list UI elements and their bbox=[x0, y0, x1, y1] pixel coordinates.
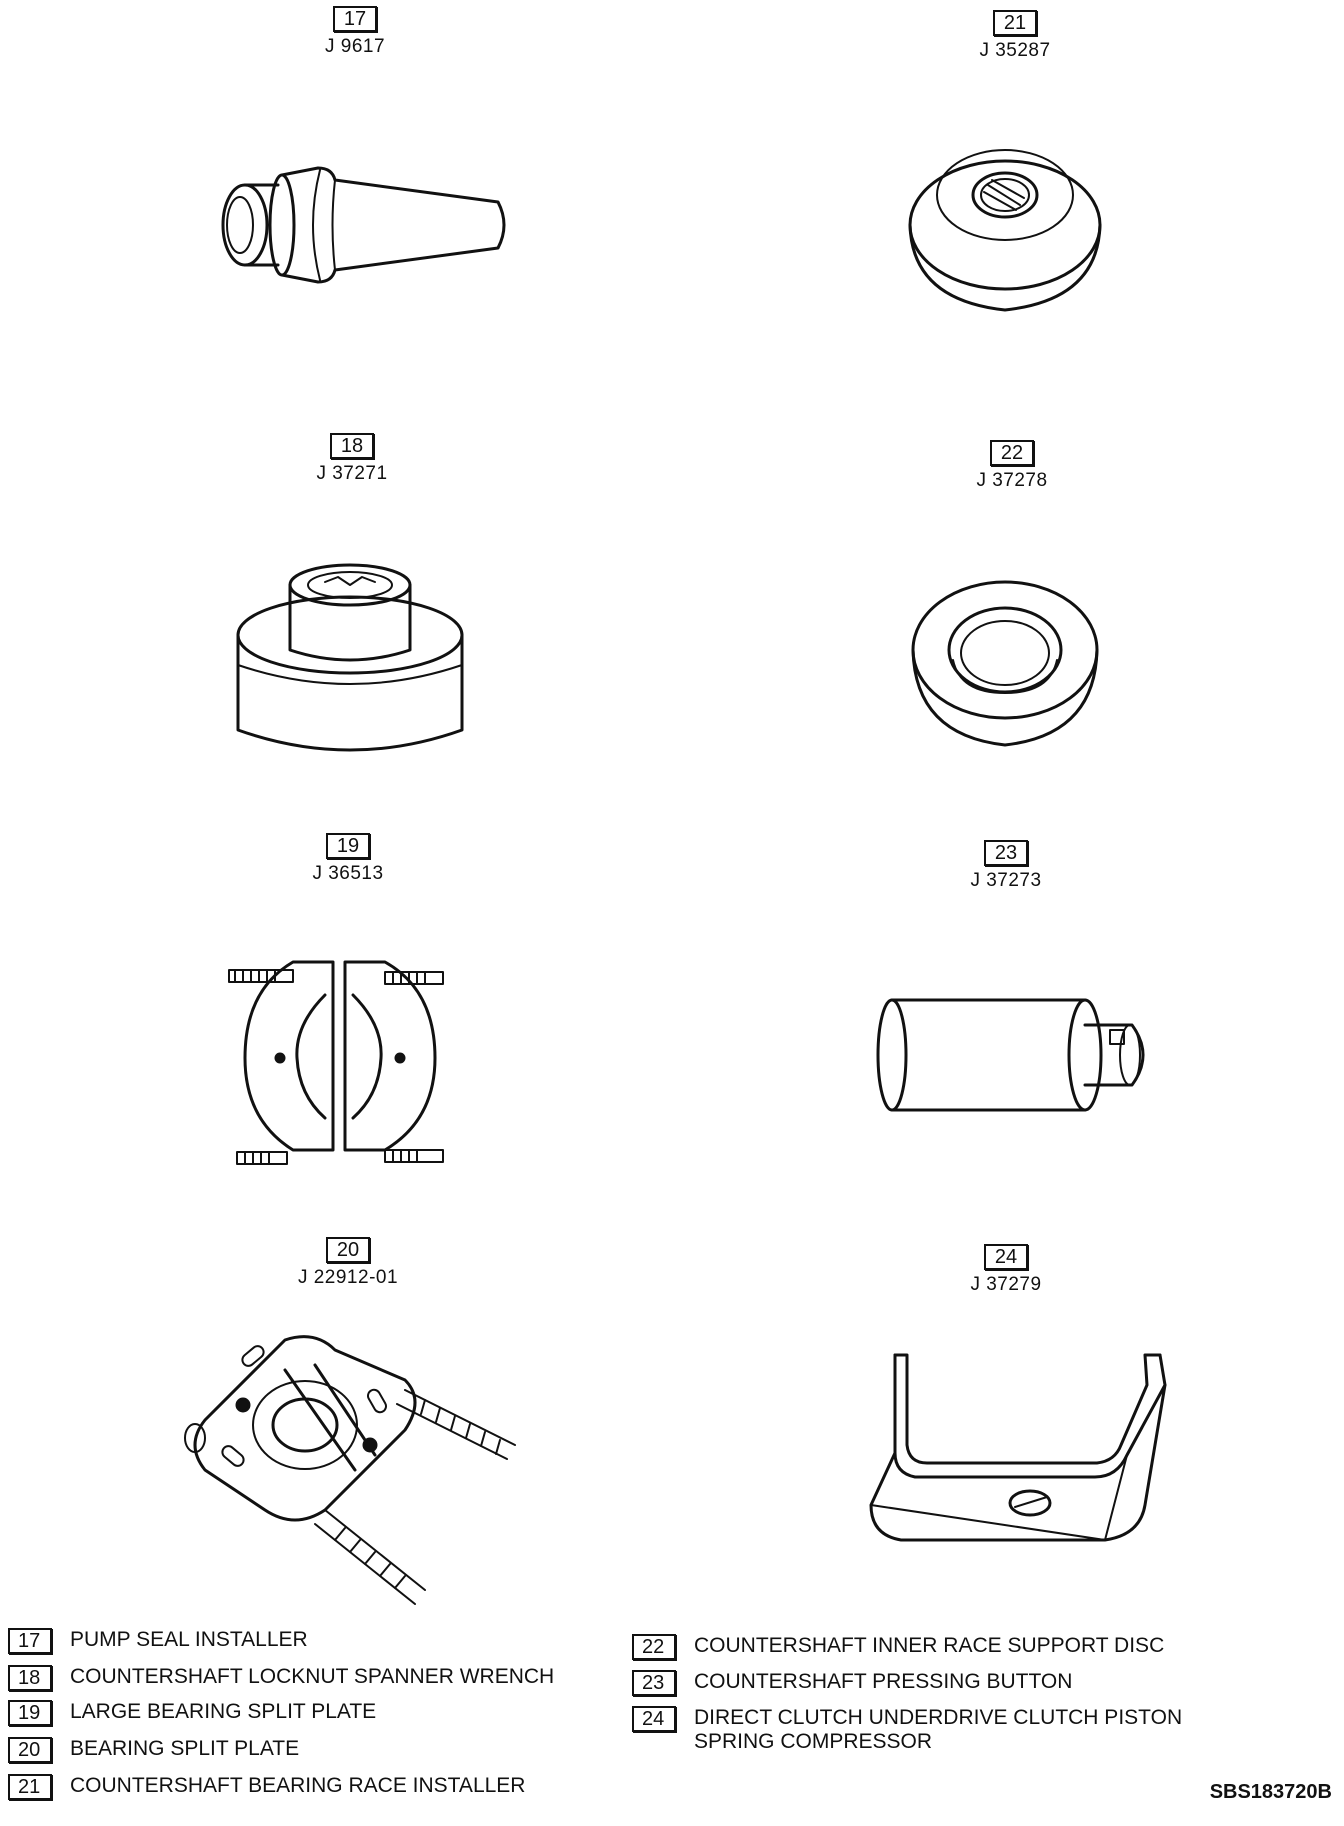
legend-item: 20 BEARING SPLIT PLATE bbox=[8, 1737, 299, 1763]
legend-item: 24 DIRECT CLUTCH UNDERDRIVE CLUTCH PISTON… bbox=[632, 1706, 1234, 1754]
part-number: J 35287 bbox=[979, 40, 1051, 61]
legend-number: 24 bbox=[632, 1706, 676, 1732]
pump-seal-installer-drawing bbox=[221, 166, 506, 284]
large-split-plate-drawing bbox=[228, 960, 444, 1165]
callout-number: 18 bbox=[330, 433, 374, 459]
support-disc-drawing bbox=[911, 580, 1099, 747]
part-number: J 37271 bbox=[316, 463, 388, 484]
callout-number: 20 bbox=[326, 1237, 370, 1263]
legend-number: 22 bbox=[632, 1634, 676, 1660]
tool-label-19: 19 J 36513 bbox=[198, 833, 498, 885]
legend-text: BEARING SPLIT PLATE bbox=[70, 1737, 300, 1760]
legend-text: COUNTERSHAFT LOCKNUT SPANNER WRENCH bbox=[70, 1665, 555, 1688]
part-number: J 37273 bbox=[970, 870, 1042, 891]
legend-number: 19 bbox=[8, 1700, 52, 1726]
legend-text: COUNTERSHAFT INNER RACE SUPPORT DISC bbox=[694, 1634, 1165, 1657]
callout-number: 24 bbox=[984, 1244, 1028, 1270]
legend-item: 22 COUNTERSHAFT INNER RACE SUPPORT DISC bbox=[632, 1634, 1164, 1660]
legend-number: 18 bbox=[8, 1665, 52, 1691]
callout-number: 19 bbox=[326, 833, 370, 859]
tool-label-21: 21 J 35287 bbox=[865, 10, 1165, 62]
part-number: J 37278 bbox=[976, 470, 1048, 491]
tool-label-20: 20 J 22912-01 bbox=[198, 1237, 498, 1289]
pressing-button-drawing bbox=[876, 998, 1145, 1112]
legend-text: PUMP SEAL INSTALLER bbox=[70, 1628, 308, 1651]
legend-item: 18 COUNTERSHAFT LOCKNUT SPANNER WRENCH bbox=[8, 1665, 554, 1691]
legend-item: 23 COUNTERSHAFT PRESSING BUTTON bbox=[632, 1670, 1072, 1696]
bearing-race-installer-drawing bbox=[908, 149, 1102, 312]
tool-label-18: 18 J 37271 bbox=[202, 433, 502, 485]
part-number: J 37279 bbox=[970, 1274, 1042, 1295]
legend-text: LARGE BEARING SPLIT PLATE bbox=[70, 1700, 377, 1723]
legend-text: COUNTERSHAFT BEARING RACE INSTALLER bbox=[70, 1774, 526, 1797]
legend-number: 20 bbox=[8, 1737, 52, 1763]
tool-label-24: 24 J 37279 bbox=[856, 1244, 1156, 1296]
callout-number: 22 bbox=[990, 440, 1034, 466]
part-number: J 36513 bbox=[312, 863, 384, 884]
legend-number: 23 bbox=[632, 1670, 676, 1696]
figure-code: SBS183720B bbox=[1209, 1781, 1332, 1803]
legend-number: 21 bbox=[8, 1774, 52, 1800]
tool-label-22: 22 J 37278 bbox=[862, 440, 1162, 492]
tool-label-23: 23 J 37273 bbox=[856, 840, 1156, 892]
legend-text: COUNTERSHAFT PRESSING BUTTON bbox=[694, 1670, 1073, 1693]
legend-item: 21 COUNTERSHAFT BEARING RACE INSTALLER bbox=[8, 1774, 525, 1800]
legend-number: 17 bbox=[8, 1628, 52, 1654]
legend-item: 17 PUMP SEAL INSTALLER bbox=[8, 1628, 308, 1654]
part-number: J 9617 bbox=[324, 36, 386, 57]
tool-label-17: 17 J 9617 bbox=[205, 6, 505, 58]
callout-number: 17 bbox=[333, 6, 377, 32]
split-plate-drawing bbox=[184, 1335, 516, 1605]
callout-number: 23 bbox=[984, 840, 1028, 866]
spring-compressor-drawing bbox=[869, 1353, 1167, 1542]
spanner-wrench-drawing bbox=[236, 563, 464, 752]
callout-number: 21 bbox=[993, 10, 1037, 36]
part-number: J 22912-01 bbox=[297, 1267, 399, 1288]
legend-item: 19 LARGE BEARING SPLIT PLATE bbox=[8, 1700, 376, 1726]
legend-text: DIRECT CLUTCH UNDERDRIVE CLUTCH PISTON S… bbox=[694, 1706, 1183, 1753]
